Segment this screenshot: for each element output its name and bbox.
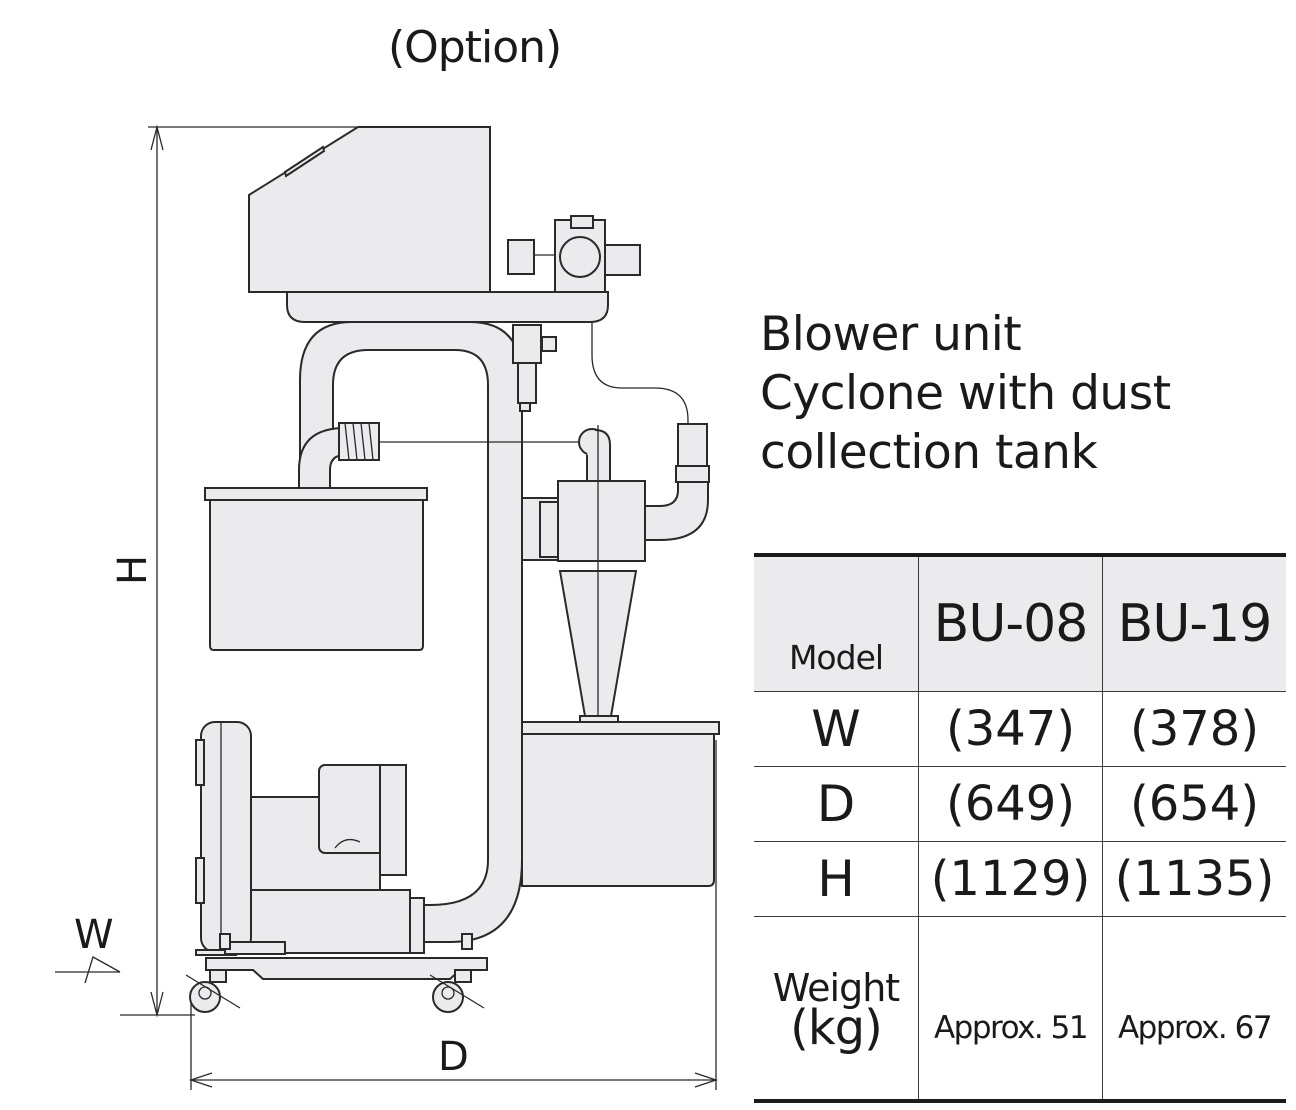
- blower-motor: [195, 721, 425, 956]
- cell-value: (654): [1102, 766, 1286, 842]
- cell-value: (347): [917, 691, 1104, 767]
- row-label-w: W: [754, 691, 919, 767]
- description-line: Blower unit: [760, 307, 1022, 362]
- width-marker: [55, 956, 121, 984]
- option-label: (Option): [388, 22, 562, 73]
- description-line: Cyclone with dust: [760, 366, 1171, 421]
- width-dimension-label: W: [74, 912, 114, 958]
- model-bu-19: BU-19: [1102, 554, 1286, 692]
- blower-unit-drawing: H W D: [55, 124, 720, 1090]
- table-row: H (1129) (1135): [754, 841, 1286, 917]
- product-description: Blower unit Cyclone with dust collection…: [760, 305, 1171, 482]
- depth-dimension: [188, 740, 719, 1090]
- weight-unit: (kg): [790, 1000, 883, 1056]
- dust-tank: [204, 422, 578, 651]
- table-header-row: Model BU-08 BU-19: [754, 554, 1286, 692]
- height-dimension-label: H: [110, 555, 156, 585]
- row-label-h: H: [754, 841, 919, 917]
- depth-dimension-label: D: [438, 1034, 469, 1080]
- table-row: D (649) (654): [754, 766, 1286, 842]
- air-valve: [507, 215, 641, 293]
- weight-value: Approx. 67: [1102, 916, 1286, 1102]
- cyclone-tank: [521, 721, 720, 887]
- control-box: [248, 126, 491, 293]
- weight-label-cell: Weight (kg): [754, 916, 919, 1102]
- cell-value: (1129): [917, 841, 1104, 917]
- filter-regulator: [512, 324, 557, 412]
- cell-value: (378): [1102, 691, 1286, 767]
- description-line: collection tank: [760, 425, 1098, 480]
- spec-table: Model BU-08 BU-19 W (347) (378) D (649) …: [754, 553, 1286, 1103]
- row-label-d: D: [754, 766, 919, 842]
- caster-right: [429, 969, 485, 1013]
- model-header-label: Model: [754, 554, 919, 692]
- model-bu-08: BU-08: [917, 554, 1104, 692]
- cyclone: [521, 423, 710, 740]
- cell-value: (649): [917, 766, 1104, 842]
- caster-base: [205, 933, 488, 980]
- air-hose: [591, 322, 689, 430]
- weight-label: Weight: [772, 966, 900, 1010]
- base-plate: [286, 291, 609, 323]
- weight-value: Approx. 51: [917, 916, 1104, 1102]
- table-row: W (347) (378): [754, 691, 1286, 767]
- table-row-weight: Weight (kg) Approx. 51 Approx. 67: [754, 916, 1286, 1102]
- height-dimension: [120, 124, 360, 1018]
- cell-value: (1135): [1102, 841, 1286, 917]
- caster-left: [185, 969, 241, 1013]
